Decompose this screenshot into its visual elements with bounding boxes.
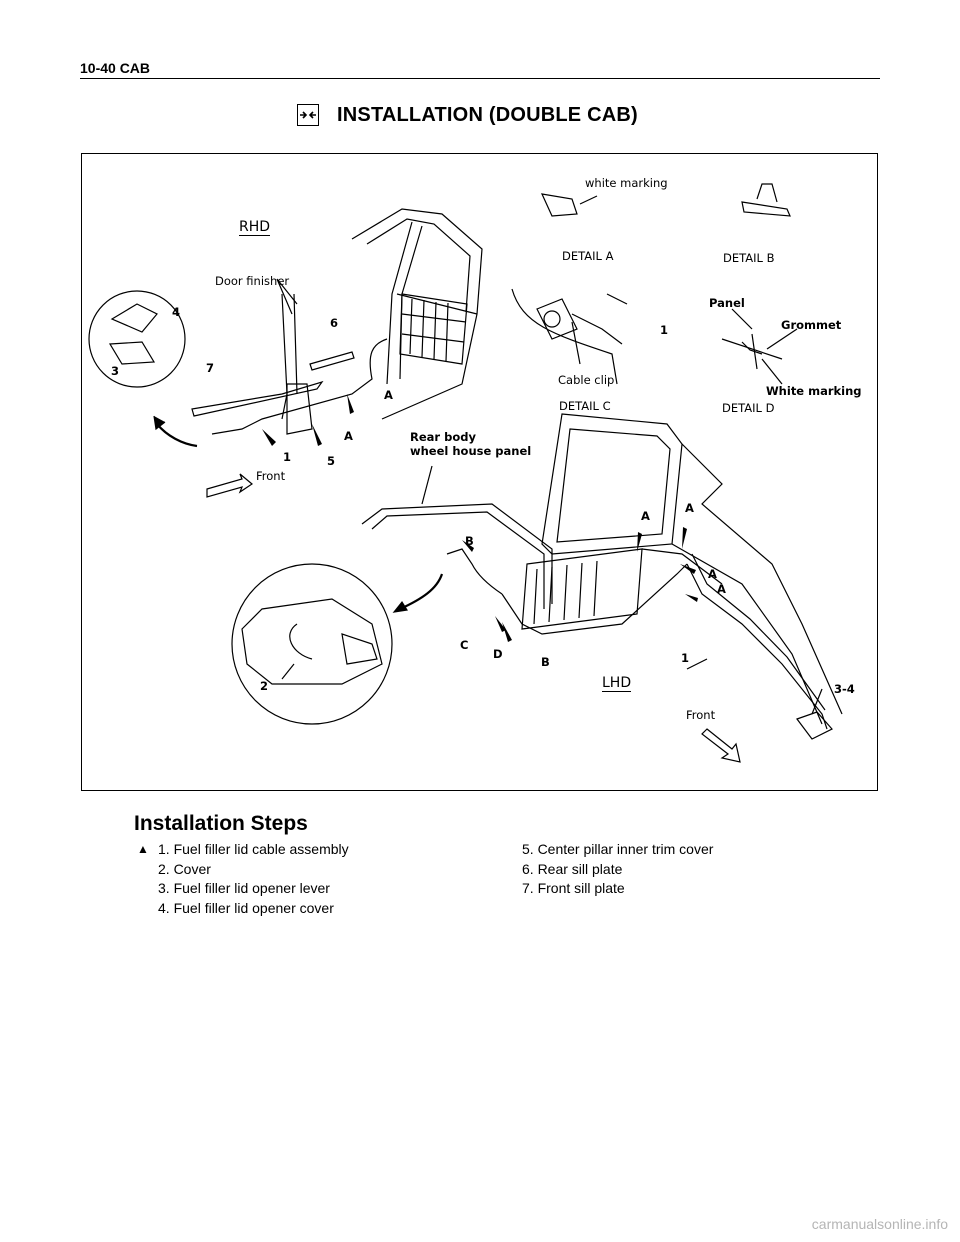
list-item: ▲ 1. Fuel filler lid cable assembly: [137, 840, 349, 860]
label-cable-clip: Cable clip: [558, 373, 615, 387]
label-front-lhd: Front: [686, 708, 716, 722]
callout-1-detail-c: 1: [660, 323, 669, 337]
callout-2: 2: [260, 679, 269, 693]
callout-1-rhd: 1: [283, 450, 292, 464]
list-item: 7. Front sill plate: [522, 879, 713, 899]
step-text: 7. Front sill plate: [522, 880, 625, 896]
step-text: 6. Rear sill plate: [522, 860, 623, 877]
callout-3-4: 3-4: [834, 682, 855, 696]
callout-a-2: A: [344, 429, 353, 443]
label-lhd: LHD: [602, 675, 632, 692]
steps-list-right: 5. Center pillar inner trim cover 6. Rea…: [522, 840, 713, 899]
callout-a-4: A: [685, 501, 694, 515]
label-detail-a: DETAIL A: [562, 249, 614, 263]
list-item: 4. Fuel filler lid opener cover: [137, 899, 349, 919]
list-item: 6. Rear sill plate: [522, 860, 713, 880]
callout-7: 7: [206, 361, 215, 375]
callout-b-2: B: [541, 655, 550, 669]
step-text: 5. Center pillar inner trim cover: [522, 841, 714, 857]
callout-5: 5: [327, 454, 336, 468]
triangle-marker-icon: ▲: [137, 842, 149, 856]
label-wheel-house-panel: wheel house panel: [410, 444, 532, 458]
steps-list-left: ▲ 1. Fuel filler lid cable assembly 2. C…: [137, 840, 349, 918]
label-detail-d: DETAIL D: [722, 401, 775, 415]
callout-b-1: B: [465, 534, 474, 548]
label-white-marking-a: white marking: [585, 176, 668, 190]
page-header: 10-40 CAB: [80, 58, 880, 79]
list-item: 3. Fuel filler lid opener lever: [137, 879, 349, 899]
callout-a-3: A: [641, 509, 650, 523]
callout-4: 4: [172, 305, 181, 319]
label-detail-b: DETAIL B: [723, 251, 775, 265]
list-item: 5. Center pillar inner trim cover: [522, 840, 713, 860]
label-rear-body: Rear body: [410, 430, 476, 444]
page-number-section: 10-40 CAB: [80, 60, 151, 76]
callout-a-1: A: [384, 388, 393, 402]
label-white-marking-d: White marking: [766, 384, 862, 398]
callout-c: C: [460, 638, 469, 652]
page-title: INSTALLATION (DOUBLE CAB): [337, 103, 638, 126]
callout-6: 6: [330, 316, 339, 330]
list-item: 2. Cover: [137, 860, 349, 880]
step-text: 3. Fuel filler lid opener lever: [158, 880, 330, 896]
callout-1-lhd: 1: [681, 651, 690, 665]
label-rhd: RHD: [239, 219, 271, 236]
diagram-drawing: [88, 183, 843, 763]
installation-diagram: RHD LHD Door finisher Front Front Rear b…: [81, 153, 878, 791]
callout-a-5: A: [708, 567, 717, 581]
installation-steps-title: Installation Steps: [134, 812, 308, 835]
callout-a-6: A: [717, 582, 726, 596]
label-door-finisher: Door finisher: [215, 274, 290, 288]
step-text: 1. Fuel filler lid cable assembly: [158, 841, 349, 857]
label-front-rhd: Front: [256, 469, 286, 483]
step-text: 4. Fuel filler lid opener cover: [158, 899, 334, 916]
label-panel: Panel: [709, 296, 745, 310]
callout-3: 3: [111, 364, 120, 378]
label-detail-c: DETAIL C: [559, 399, 611, 413]
install-arrows-icon: [297, 104, 319, 126]
callout-d: D: [493, 647, 503, 661]
section-title: INSTALLATION (DOUBLE CAB): [297, 100, 638, 130]
watermark: carmanualsonline.info: [811, 1216, 948, 1232]
label-grommet: Grommet: [781, 318, 842, 332]
step-text: 2. Cover: [158, 860, 211, 877]
